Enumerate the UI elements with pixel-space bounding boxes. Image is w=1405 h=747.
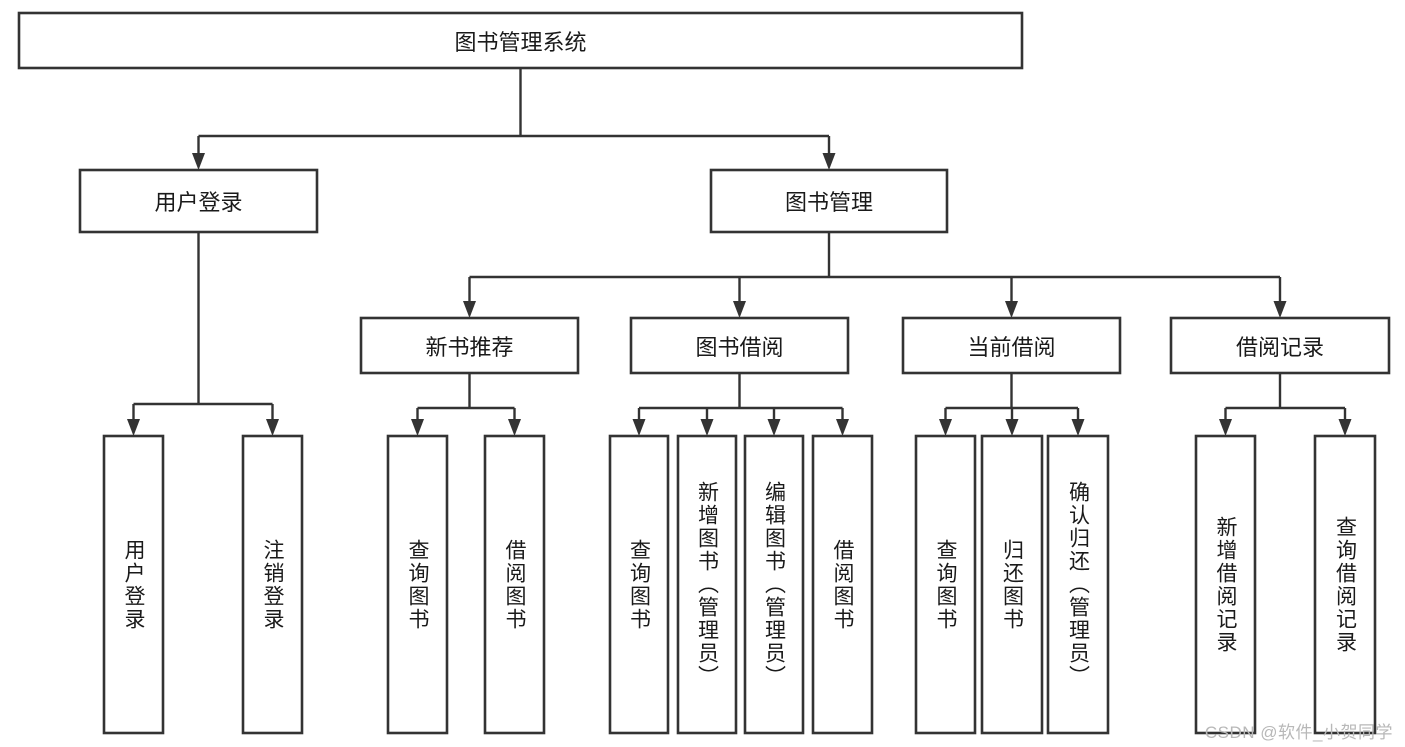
node-box-leaf-query-book-1[interactable] [386, 434, 449, 735]
node-box-leaf-query-record[interactable] [1313, 434, 1377, 735]
watermark: CSDN @软件_小贺同学 [1204, 723, 1393, 742]
arrow-leaf-confirm-return [1071, 419, 1085, 436]
node-box-leaf-confirm-return[interactable] [1046, 434, 1110, 735]
arrow-book-manage [822, 153, 836, 170]
arrow-leaf-query-book-2 [632, 419, 646, 436]
connector-layer [127, 68, 1352, 436]
node-box-leaf-add-record[interactable] [1194, 434, 1257, 735]
arrow-leaf-return-book [1005, 419, 1019, 436]
arrow-leaf-borrow-book-1 [508, 419, 521, 436]
arrow-leaf-query-book-3 [939, 419, 952, 436]
arrow-new-book-recommend [463, 301, 476, 318]
node-box-book-borrow[interactable] [629, 316, 850, 375]
node-box-leaf-edit-book[interactable] [743, 434, 805, 735]
arrow-leaf-user-login [127, 419, 140, 436]
arrow-book-borrow [733, 301, 746, 318]
arrow-leaf-borrow-book-2 [836, 419, 849, 436]
node-box-new-book-recommend[interactable] [359, 316, 580, 375]
arrow-leaf-edit-book [767, 419, 781, 436]
node-box-leaf-borrow-book-2[interactable] [811, 434, 874, 735]
arrow-user-login [192, 153, 205, 170]
node-box-leaf-return-book[interactable] [980, 434, 1044, 735]
node-box-user-login[interactable] [78, 168, 319, 234]
node-box-book-manage[interactable] [709, 168, 949, 234]
node-box-current-borrow[interactable] [901, 316, 1122, 375]
arrow-leaf-add-record [1219, 419, 1232, 436]
node-box-borrow-record[interactable] [1169, 316, 1391, 375]
node-box-leaf-query-book-2[interactable] [608, 434, 670, 735]
node-box-root[interactable] [17, 11, 1024, 70]
arrow-leaf-add-book [700, 419, 714, 436]
arrow-leaf-query-book-1 [411, 419, 424, 436]
node-box-leaf-user-logout[interactable] [241, 434, 304, 735]
arrow-leaf-query-record [1338, 419, 1352, 436]
arrow-current-borrow [1005, 301, 1018, 318]
node-box-leaf-add-book[interactable] [676, 434, 738, 735]
node-box-layer [17, 11, 1391, 735]
node-box-leaf-borrow-book-1[interactable] [483, 434, 546, 735]
arrow-leaf-user-logout [266, 419, 279, 436]
node-box-leaf-user-login[interactable] [102, 434, 165, 735]
arrow-borrow-record [1273, 301, 1287, 318]
node-box-leaf-query-book-3[interactable] [914, 434, 977, 735]
